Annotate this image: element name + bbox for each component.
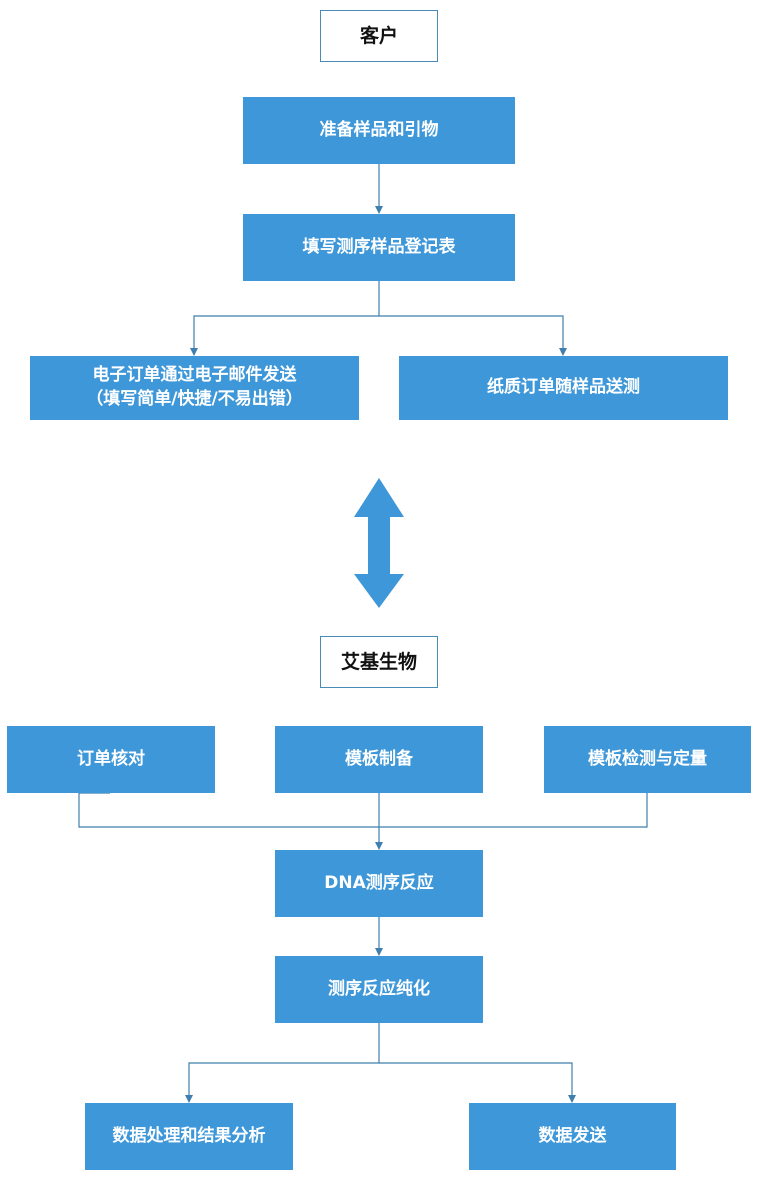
fill-form-box: 填写测序样品登记表 [243,214,515,281]
double-arrow-icon [354,478,404,608]
company-header-label: 艾基生物 [340,650,417,673]
purification-label: 测序反应纯化 [328,978,430,999]
order-check-label: 订单核对 [77,748,145,769]
order-check-box: 订单核对 [7,726,215,793]
paper-order-box: 纸质订单随样品送测 [399,356,728,420]
prepare-samples-label: 准备样品和引物 [319,119,439,140]
dna-reaction-box: DNA测序反应 [275,850,483,917]
connector-order-check-merge [78,792,648,828]
paper-order-label: 纸质订单随样品送测 [487,377,640,398]
data-analysis-box: 数据处理和结果分析 [85,1103,293,1170]
electronic-order-box: 电子订单通过电子邮件发送 （填写简单/快捷/不易出错） [30,356,359,420]
prepare-samples-box: 准备样品和引物 [243,97,515,164]
fill-form-label: 填写测序样品登记表 [302,236,456,257]
template-qc-box: 模板检测与定量 [544,726,751,793]
template-qc-label: 模板检测与定量 [588,748,707,769]
template-prep-label: 模板制备 [345,748,413,769]
template-prep-box: 模板制备 [275,726,483,793]
connector-purification-split [185,1023,380,1103]
connector-form-split [190,281,380,356]
data-analysis-label: 数据处理和结果分析 [112,1125,266,1146]
data-send-box: 数据发送 [469,1103,676,1170]
connector-form-split-right [379,315,567,356]
purification-box: 测序反应纯化 [275,956,483,1023]
electronic-order-line2: （填写简单/快捷/不易出错） [86,389,303,409]
company-header: 艾基生物 [320,636,438,688]
data-send-label: 数据发送 [538,1125,607,1146]
electronic-order-line1: 电子订单通过电子邮件发送 [92,365,297,386]
customer-header: 客户 [320,10,438,62]
dna-reaction-label: DNA测序反应 [324,872,434,893]
customer-header-label: 客户 [359,24,398,47]
connector-purification-split-right [379,1062,576,1103]
